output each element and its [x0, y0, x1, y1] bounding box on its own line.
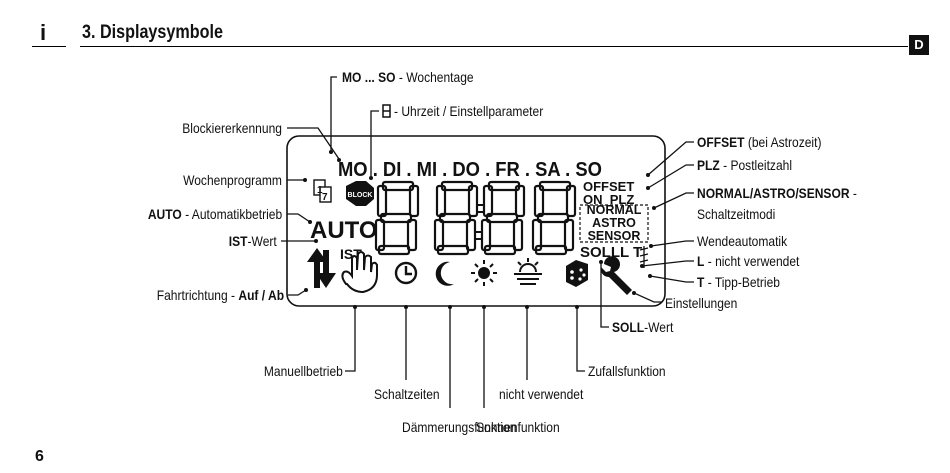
label-times: Schaltzeiten — [374, 386, 440, 402]
leader-dots — [303, 150, 656, 309]
label-soll: SOLL-Wert — [612, 319, 674, 335]
turn-automatic-icon — [639, 246, 649, 268]
label-random: Zufallsfunktion — [588, 363, 666, 379]
digit-segment — [381, 180, 415, 192]
digit-segment — [536, 212, 570, 224]
block-icon: BLOCK — [346, 181, 374, 206]
label-plz: PLZ - Postleitzahl — [697, 157, 793, 173]
label-auto: AUTO - Automatikbetrieb — [147, 206, 282, 222]
digit-segment — [531, 218, 543, 252]
label-sun: Sonnenfunktion — [476, 419, 560, 435]
digit-segment — [408, 184, 420, 218]
svg-text:1: 1 — [317, 185, 323, 196]
lcd-frame — [286, 135, 666, 307]
lcd-mode-normal: NORMAL — [587, 203, 642, 217]
week-program-icon: 1 7 — [313, 179, 332, 203]
lcd-mode-astro: ASTRO — [592, 216, 636, 230]
digit-segment — [438, 212, 472, 224]
digit-segment — [514, 184, 526, 218]
digit-segment — [376, 184, 388, 218]
label-l: L - nicht verwendet — [697, 253, 800, 269]
digit-segment — [538, 180, 572, 192]
label-modes: NORMAL/ASTRO/SENSOR - — [697, 185, 857, 201]
digit-segment — [433, 218, 445, 252]
digit-segment — [487, 180, 521, 192]
hand-icon — [341, 251, 378, 294]
digit-segment — [565, 184, 577, 218]
svg-text:7: 7 — [322, 192, 328, 203]
digit-segment — [379, 212, 413, 224]
moon-icon — [435, 261, 454, 286]
page-number: 6 — [35, 448, 44, 465]
dice-icon — [566, 260, 588, 287]
block-text: BLOCK — [348, 192, 373, 199]
lcd-digits — [374, 180, 577, 256]
label-manual: Manuellbetrieb — [264, 363, 343, 379]
lcd-mode-box — [579, 204, 649, 243]
sun-icon — [471, 260, 497, 286]
clock-icon — [394, 261, 418, 285]
label-offset: OFFSET (bei Astrozeit) — [697, 134, 822, 150]
wrench-icon — [600, 256, 632, 295]
digit-segment — [467, 184, 479, 218]
language-badge: D — [909, 35, 929, 55]
digit-segment — [533, 184, 545, 218]
lcd-auto: AUTO — [310, 217, 378, 244]
digit-segment — [435, 184, 447, 218]
label-weekdays: MO ... SO - Wochentage — [342, 69, 474, 85]
digit-segment — [482, 184, 494, 218]
label-clock: - Uhrzeit / Einstellparameter — [394, 103, 544, 119]
lcd-lt: L T — [620, 244, 642, 261]
sunset-icon — [514, 258, 542, 285]
label-blocking: Blockiererkennung — [182, 120, 282, 136]
header-rule-left — [32, 46, 66, 47]
label-dusk: Dämmerungsfunktion — [402, 419, 517, 435]
label-direction: Fahrtrichtung - Auf / Ab — [156, 287, 284, 303]
label-unused: nicht verwendet — [499, 386, 584, 402]
digit-segment — [485, 212, 519, 224]
label-modes-line2: Schaltzeitmodi — [697, 206, 776, 222]
label-ist: IST-Wert — [229, 233, 277, 249]
header-rule — [80, 46, 908, 47]
up-down-arrows-icon — [307, 248, 336, 288]
info-icon: i — [40, 20, 47, 45]
digit-segment — [374, 218, 386, 252]
label-week-program: Wochenprogramm — [183, 172, 282, 188]
digit-segment — [563, 218, 575, 252]
digit-segment — [406, 218, 418, 252]
label-t: T - Tipp-Betrieb — [697, 274, 780, 290]
section-title: 3. Displaysymbole — [82, 22, 223, 43]
digit-segment — [512, 218, 524, 252]
digit-segment — [465, 218, 477, 252]
lcd-on-plz: ON_PLZ — [583, 192, 634, 207]
lcd-weekdays: MO . DI . MI . DO . FR . SA . SO — [338, 159, 602, 181]
label-turn: Wendeautomatik — [697, 233, 788, 249]
lcd-offset: OFFSET — [583, 179, 634, 194]
digit-glyph-icon — [382, 104, 391, 118]
digit-segment — [440, 180, 474, 192]
leader-lines — [281, 76, 694, 408]
label-settings: Einstellungen — [665, 295, 738, 311]
colon-dot — [476, 204, 485, 213]
colon-dot — [474, 231, 483, 240]
lcd-mode-sensor: SENSOR — [588, 229, 641, 243]
